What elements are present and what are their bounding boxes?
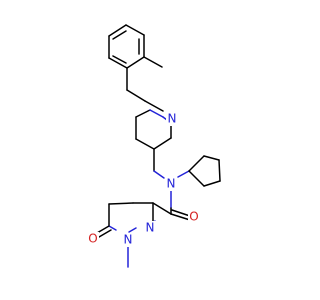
bond <box>188 155 205 172</box>
bond <box>135 138 155 150</box>
bond <box>218 159 221 182</box>
aromatic-bond <box>112 30 127 40</box>
bond <box>108 202 134 205</box>
bond <box>126 56 145 69</box>
atom-label: O <box>88 232 97 246</box>
atom-label: N <box>167 177 176 191</box>
bond <box>108 24 127 37</box>
piperidine-ring <box>135 109 172 150</box>
atom-ring-o: O <box>87 232 99 246</box>
bond <box>125 24 145 36</box>
bond <box>203 155 220 161</box>
bond <box>128 227 137 233</box>
atom-label: O <box>189 210 198 224</box>
molecule-structure: N N O N N O <box>87 24 221 268</box>
bond <box>153 170 165 179</box>
atom-label: N <box>168 112 177 126</box>
bond <box>153 137 172 150</box>
bond <box>135 109 151 118</box>
bond <box>149 109 164 118</box>
bond <box>152 202 172 215</box>
atom-amide-o: O <box>188 210 200 224</box>
bond <box>203 180 221 187</box>
atom-ring-n-methyl: N <box>122 233 134 247</box>
bond <box>98 229 112 238</box>
bond <box>177 170 190 178</box>
bond <box>188 170 205 187</box>
atom-piperidine-n: N <box>166 112 178 126</box>
bond <box>170 213 191 221</box>
atom-label: N <box>124 233 133 247</box>
bond <box>171 209 191 217</box>
bond <box>144 100 164 112</box>
bond <box>108 57 128 69</box>
benzene-ring <box>108 24 145 69</box>
atom-label: N <box>146 221 155 235</box>
bond <box>96 225 110 234</box>
molecule-canvas: N N O N N O <box>87 24 221 268</box>
bond <box>126 89 146 102</box>
atom-ring-n: N <box>144 221 156 235</box>
cyclopentane-ring <box>188 155 221 187</box>
aromatic-bond <box>112 55 127 64</box>
methyl-bond <box>143 56 163 68</box>
bond <box>108 225 117 231</box>
atom-amide-n: N <box>165 177 177 191</box>
